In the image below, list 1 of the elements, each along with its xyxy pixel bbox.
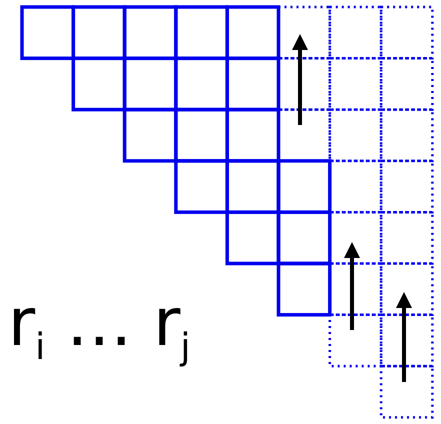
formula-label: r$_{i}$ … r$_{j}$ xyxy=(8,290,190,366)
